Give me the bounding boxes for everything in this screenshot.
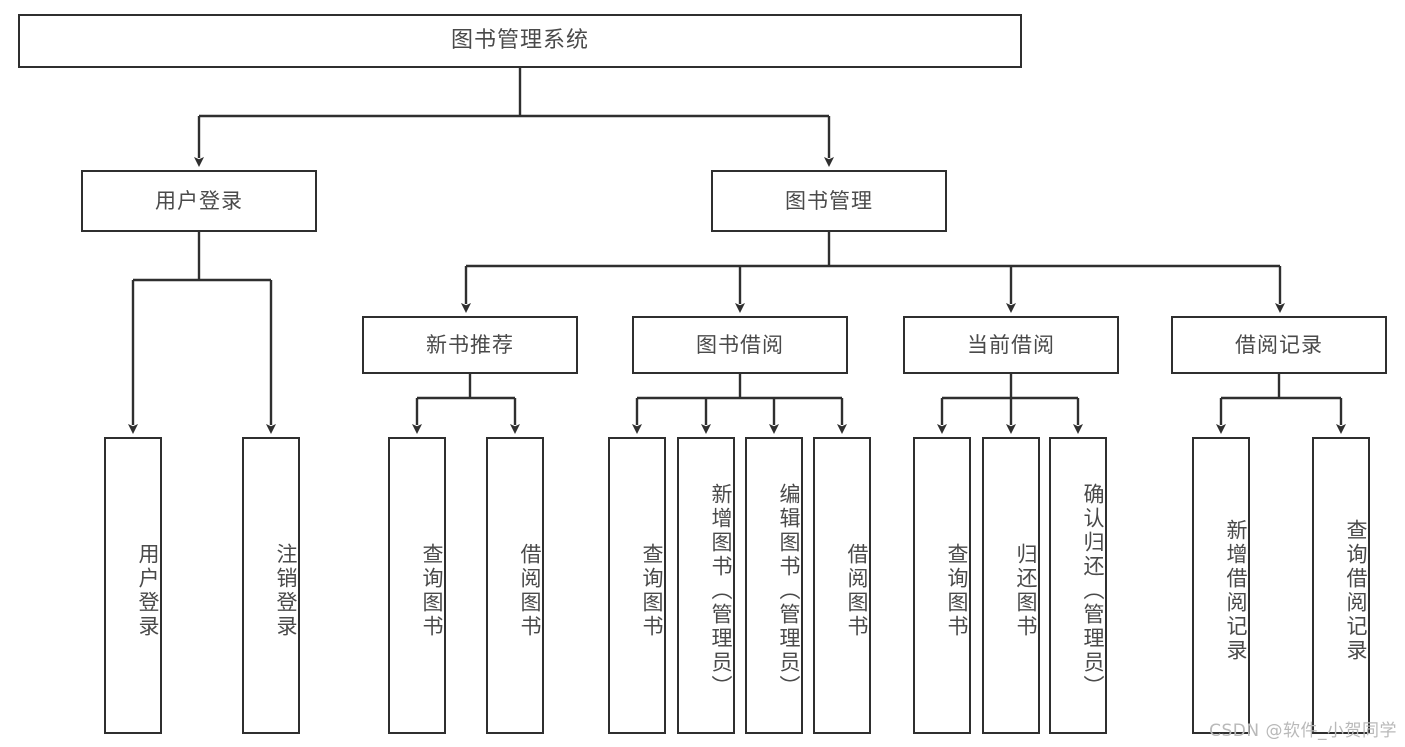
leaf-book-borrow-add[interactable]: 新增图书（管理员） (677, 437, 735, 734)
leaf-book-borrow-borrow[interactable]: 借阅图书 (813, 437, 871, 734)
node-label: 借阅图书 (845, 542, 869, 639)
node-label: 用户登录 (136, 542, 160, 639)
node-label: 借阅图书 (518, 542, 542, 639)
watermark: CSDN @软件_小贺同学 (1209, 721, 1397, 741)
node-label: 编辑图书（管理员） (777, 482, 801, 699)
node-root-system[interactable]: 图书管理系统 (18, 14, 1022, 68)
node-label: 查询图书 (640, 542, 664, 639)
node-label: 新书推荐 (426, 332, 514, 357)
leaf-user-login-login[interactable]: 用户登录 (104, 437, 162, 734)
node-label: 借阅记录 (1235, 332, 1323, 357)
node-book-management[interactable]: 图书管理 (711, 170, 947, 232)
node-label: 新增图书（管理员） (709, 482, 733, 699)
leaf-borrow-record-query[interactable]: 查询借阅记录 (1312, 437, 1370, 734)
node-label: 新增借阅记录 (1224, 518, 1248, 663)
leaf-new-book-query[interactable]: 查询图书 (388, 437, 446, 734)
leaf-current-borrow-query[interactable]: 查询图书 (913, 437, 971, 734)
node-label: 查询借阅记录 (1344, 518, 1368, 663)
leaf-borrow-record-add[interactable]: 新增借阅记录 (1192, 437, 1250, 734)
leaf-new-book-borrow[interactable]: 借阅图书 (486, 437, 544, 734)
node-new-book-recommend[interactable]: 新书推荐 (362, 316, 578, 374)
node-label: 归还图书 (1014, 542, 1038, 639)
node-book-borrow[interactable]: 图书借阅 (632, 316, 848, 374)
node-label: 注销登录 (274, 542, 298, 639)
node-label: 查询图书 (945, 542, 969, 639)
leaf-current-borrow-return[interactable]: 归还图书 (982, 437, 1040, 734)
node-borrow-record[interactable]: 借阅记录 (1171, 316, 1387, 374)
node-current-borrow[interactable]: 当前借阅 (903, 316, 1119, 374)
node-label: 图书借阅 (696, 332, 784, 357)
node-label: 用户登录 (155, 188, 243, 213)
leaf-book-borrow-query[interactable]: 查询图书 (608, 437, 666, 734)
node-label: 当前借阅 (967, 332, 1055, 357)
node-label: 图书管理系统 (450, 28, 589, 54)
leaf-current-borrow-confirm-return[interactable]: 确认归还（管理员） (1049, 437, 1107, 734)
leaf-user-login-logout[interactable]: 注销登录 (242, 437, 300, 734)
node-user-login[interactable]: 用户登录 (81, 170, 317, 232)
node-label: 确认归还（管理员） (1081, 482, 1105, 699)
leaf-book-borrow-edit[interactable]: 编辑图书（管理员） (745, 437, 803, 734)
node-label: 查询图书 (420, 542, 444, 639)
node-label: 图书管理 (785, 188, 873, 213)
